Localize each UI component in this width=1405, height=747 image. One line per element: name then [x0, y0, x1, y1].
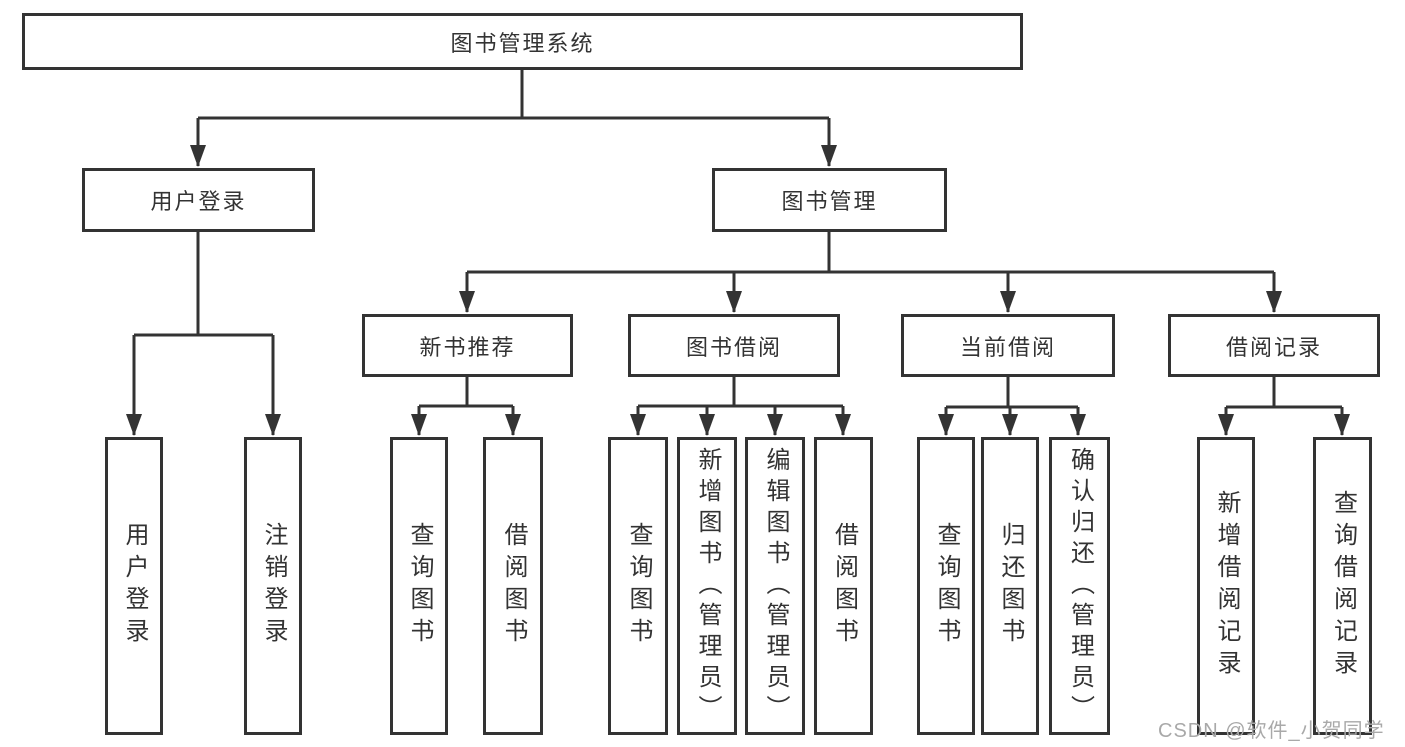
leaf-br-add-label: 新增借阅记录: [1213, 490, 1240, 682]
node-current-borrow: 当前借阅: [901, 314, 1115, 377]
leaf-nb-query: 查询图书: [390, 437, 448, 735]
leaf-br-query-label: 查询借阅记录: [1329, 490, 1357, 682]
node-root-label: 图书管理系统: [450, 30, 595, 56]
leaf-cb-return: 归还图书: [981, 437, 1039, 735]
node-root: 图书管理系统: [22, 13, 1023, 70]
leaf-cb-return-label: 归还图书: [997, 522, 1024, 650]
leaf-logout-label: 注销登录: [260, 522, 287, 650]
leaf-user-login: 用户登录: [105, 437, 163, 735]
leaf-bb-borrow-label: 借阅图书: [830, 522, 858, 650]
csdn-watermark: CSDN @软件_小贺同学: [1158, 720, 1385, 742]
leaf-bb-edit-label: 编辑图书（管理员）: [762, 446, 789, 726]
leaf-nb-borrow: 借阅图书: [483, 437, 543, 735]
node-user-login-label: 用户登录: [150, 189, 247, 214]
node-book-borrow: 图书借阅: [628, 314, 840, 377]
leaf-logout: 注销登录: [244, 437, 302, 735]
leaf-cb-query-label: 查询图书: [933, 522, 960, 650]
node-current-borrow-label: 当前借阅: [959, 334, 1056, 360]
leaf-bb-edit: 编辑图书（管理员）: [745, 437, 805, 735]
leaf-bb-add: 新增图书（管理员）: [677, 437, 737, 735]
node-book-mgmt: 图书管理: [712, 168, 947, 232]
leaf-cb-confirm-label: 确认归还（管理员）: [1066, 446, 1094, 726]
leaf-br-add: 新增借阅记录: [1197, 437, 1255, 735]
leaf-br-query: 查询借阅记录: [1313, 437, 1372, 735]
leaf-bb-query-label: 查询图书: [625, 522, 652, 650]
node-user-login: 用户登录: [82, 168, 315, 232]
leaf-bb-add-label: 新增图书（管理员）: [694, 446, 721, 726]
node-new-book-rec-label: 新书推荐: [419, 334, 516, 360]
node-borrow-records: 借阅记录: [1168, 314, 1380, 377]
leaf-user-login-label: 用户登录: [121, 522, 148, 650]
leaf-bb-borrow: 借阅图书: [814, 437, 873, 735]
node-borrow-records-label: 借阅记录: [1225, 334, 1322, 360]
leaf-nb-borrow-label: 借阅图书: [500, 522, 527, 650]
node-book-borrow-label: 图书借阅: [685, 334, 782, 360]
leaf-bb-query: 查询图书: [608, 437, 668, 735]
leaf-cb-query: 查询图书: [917, 437, 975, 735]
leaf-cb-confirm: 确认归还（管理员）: [1049, 437, 1110, 735]
node-new-book-rec: 新书推荐: [362, 314, 573, 377]
leaf-nb-query-label: 查询图书: [406, 522, 433, 650]
node-book-mgmt-label: 图书管理: [781, 189, 878, 214]
